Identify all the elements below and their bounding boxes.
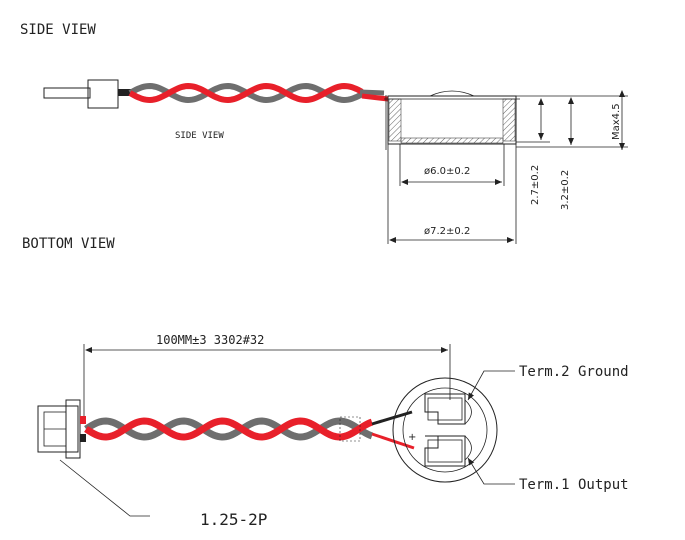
- plus-marker: +: [408, 432, 416, 443]
- outer-diameter-label: ø7.2±0.2: [424, 226, 470, 237]
- side-dimension-lines: [387, 90, 628, 244]
- max-height-label: Max4.5: [611, 103, 622, 140]
- bottom-connector: [37, 399, 86, 459]
- side-connector: [43, 79, 119, 109]
- bottom-twisted-cable: [84, 410, 415, 450]
- outer-height-label: 3.2±0.2: [560, 170, 571, 210]
- term1-label: Term.1 Output: [519, 477, 629, 493]
- cable-length-dimension: [83, 344, 451, 420]
- cable-length-label: 100MM±3 3302#32: [156, 333, 264, 347]
- side-twisted-cable: [118, 82, 389, 104]
- bottom-wire-red: [84, 417, 374, 441]
- term2-label: Term.2 Ground: [519, 364, 629, 380]
- bottom-view-heading: BOTTOM VIEW: [22, 236, 115, 252]
- inner-diameter-label: ø6.0±0.2: [424, 166, 470, 177]
- side-view-sub-heading: SIDE VIEW: [175, 131, 224, 141]
- side-wire-red: [128, 82, 364, 104]
- mic-bottom-face: [392, 377, 498, 483]
- side-view-heading: SIDE VIEW: [20, 22, 96, 38]
- bottom-wire-gray: [84, 417, 374, 441]
- terminal-leaders: [59, 370, 515, 517]
- connector-label: 1.25-2P: [200, 510, 267, 529]
- inner-height-label: 2.7±0.2: [530, 165, 541, 205]
- mic-side-section: [384, 90, 520, 150]
